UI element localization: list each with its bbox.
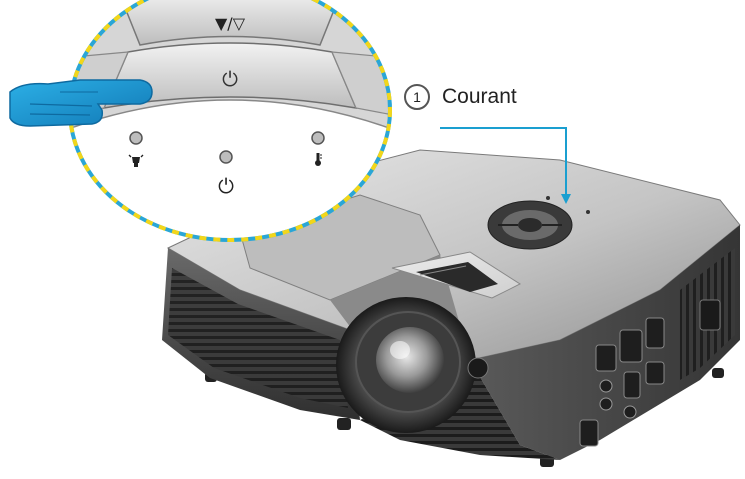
port-audio-2 <box>599 397 613 411</box>
callout-label: Courant <box>442 85 517 108</box>
callout-power: 1 Courant <box>404 84 517 110</box>
port-lan <box>579 419 599 447</box>
inset-right-button[interactable] <box>331 51 420 121</box>
foot-center <box>337 418 351 430</box>
callout-number: 1 <box>404 84 430 110</box>
callout-leader-arrow <box>561 194 571 204</box>
port-audio-1 <box>599 379 613 393</box>
power-led-icon: ⏻ <box>218 174 234 198</box>
pointing-hand-icon <box>9 79 153 127</box>
front-vent-bottom <box>360 360 560 460</box>
port-vga-2 <box>645 317 665 349</box>
thermometer-icon <box>315 153 322 166</box>
lamp-led <box>129 131 143 145</box>
power-led <box>219 150 233 164</box>
projector-keypad <box>487 196 590 250</box>
power-icon: ⏻ <box>222 67 238 91</box>
port-vga-1 <box>619 329 643 363</box>
lens-highlight <box>390 341 410 359</box>
top-button-symbol: ▼/▽ <box>215 14 246 33</box>
side-right-face <box>470 225 740 460</box>
lamp-icon <box>128 154 144 167</box>
zoom-ring[interactable] <box>416 262 498 292</box>
callout-leader-line <box>440 127 567 200</box>
keypad-enter[interactable] <box>518 218 542 232</box>
port-hdmi <box>623 371 641 399</box>
ir-receiver <box>467 357 489 379</box>
lens-glass <box>376 327 444 393</box>
port-usb <box>645 361 665 385</box>
projector-body <box>162 149 741 467</box>
io-panel <box>579 299 721 447</box>
port-a <box>595 344 617 372</box>
zoom-ridges <box>419 265 467 276</box>
front-vent-left <box>168 268 348 408</box>
port-audio-3 <box>623 405 637 419</box>
inset-top-button[interactable] <box>116 0 344 46</box>
power-socket <box>699 299 721 331</box>
foot-right <box>712 368 724 378</box>
temp-led <box>311 131 325 145</box>
inset-border-yellow <box>68 0 392 242</box>
